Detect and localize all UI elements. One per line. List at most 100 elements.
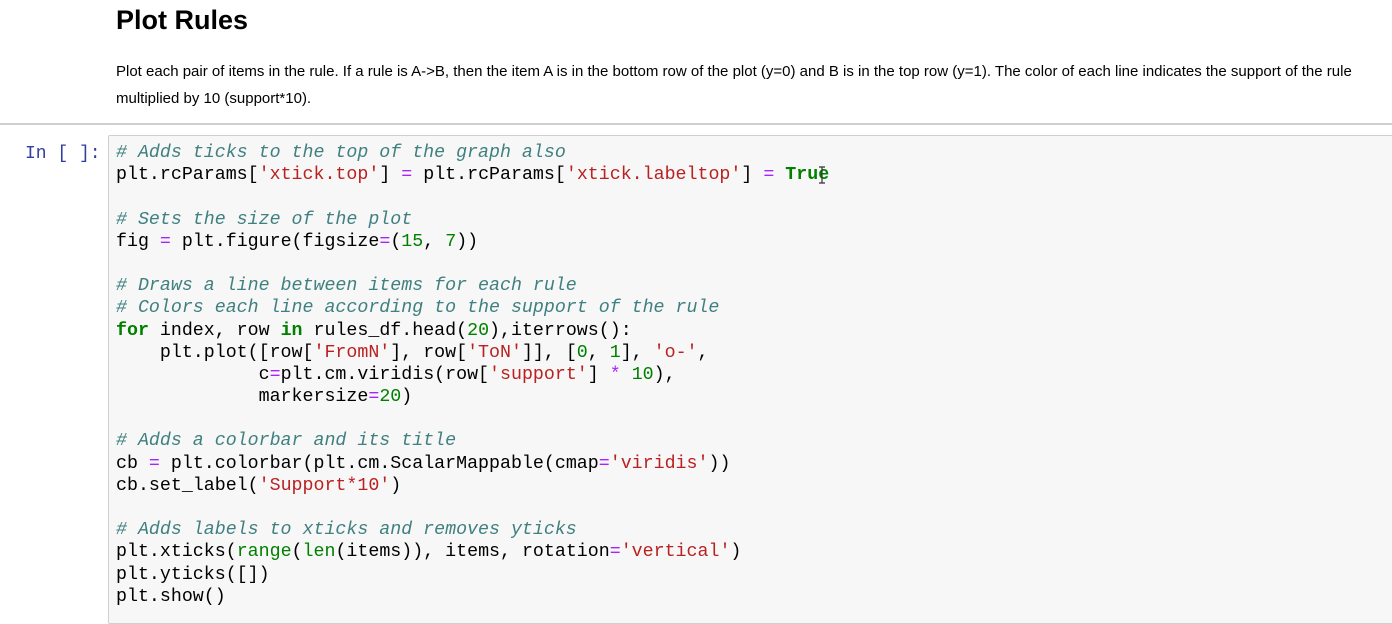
code-token: 7 [445, 231, 457, 252]
code-token: # Adds a colorbar and its title [116, 431, 457, 452]
code-token: 'Support*10' [258, 475, 391, 496]
code-token: c [116, 364, 270, 385]
code-token: = [159, 231, 171, 252]
code-line: cb = plt.colorbar(plt.cm.ScalarMappable(… [116, 453, 829, 475]
code-token: ] [379, 165, 402, 186]
code-token: in [280, 320, 303, 341]
code-token: # Sets the size of the plot [116, 209, 413, 230]
code-token: ] [741, 165, 764, 186]
code-token: 'vertical' [620, 542, 731, 563]
code-token: 'support' [489, 364, 588, 385]
code-token: True [785, 165, 830, 186]
code-token: = [763, 165, 775, 186]
code-line: c=plt.cm.viridis(row['support'] * 10), [116, 364, 829, 386]
code-token: len [302, 542, 336, 563]
code-token: cb.set_label( [116, 475, 259, 496]
code-token: for [116, 320, 149, 341]
code-token: ), [653, 364, 676, 385]
code-token: plt.show() [116, 586, 226, 607]
code-line [116, 408, 829, 430]
code-line: markersize=20) [116, 386, 829, 408]
code-token: # Adds ticks to the top of the graph als… [116, 143, 566, 163]
code-line: plt.plot([row['FromN'], row['ToN']], [0,… [116, 342, 829, 364]
code-token: plt.cm.viridis(row[ [280, 364, 490, 385]
code-token: plt.rcParams[ [116, 165, 259, 186]
code-line: # Colors each line according to the supp… [116, 297, 829, 319]
code-line: # Sets the size of the plot [116, 209, 829, 231]
code-token: cb [116, 453, 149, 474]
code-token: # Draws a line between items for each ru… [116, 276, 577, 297]
code-token: , [587, 342, 610, 363]
code-token: ),iterrows(): [489, 320, 632, 341]
code-token: , [423, 231, 446, 252]
code-token: 20 [467, 320, 490, 341]
code-token: ( [291, 542, 303, 563]
code-token: 'xtick.top' [258, 165, 380, 186]
code-token: 'ToN' [467, 342, 522, 363]
code-line: # Draws a line between items for each ru… [116, 275, 829, 297]
code-token: 0 [576, 342, 588, 363]
text-cursor-icon [819, 166, 825, 184]
code-token: ], row[ [390, 342, 468, 363]
code-token: ) [730, 542, 742, 563]
code-token: 'viridis' [609, 453, 709, 474]
code-token: = [401, 165, 413, 186]
code-token: fig [116, 231, 160, 252]
section-heading: Plot Rules [116, 5, 249, 35]
code-token: plt.rcParams[ [412, 165, 566, 186]
code-token: plt.plot([row[ [116, 342, 314, 363]
code-line: # Adds labels to xticks and removes ytic… [116, 519, 829, 541]
code-line [116, 253, 829, 275]
code-token: range [236, 542, 292, 563]
code-token: index, row [148, 320, 281, 341]
code-line: plt.yticks([]) [116, 564, 829, 586]
code-cell[interactable] [108, 135, 1392, 624]
code-line: cb.set_label('Support*10') [116, 475, 829, 497]
code-token: = [379, 231, 391, 252]
code-token: ) [390, 475, 402, 496]
code-token: 20 [379, 387, 402, 408]
code-token: )) [456, 231, 479, 252]
cell-divider [0, 123, 1392, 125]
code-token: 'o-' [653, 342, 698, 363]
code-token: markersize [116, 387, 369, 408]
code-token: ], [620, 342, 654, 363]
code-line [116, 186, 829, 208]
code-token: = [148, 453, 160, 474]
description-paragraph: Plot each pair of items in the rule. If … [116, 63, 1352, 107]
code-token: 1 [609, 342, 621, 363]
code-line: # Adds ticks to the top of the graph als… [116, 142, 829, 164]
code-token: = [598, 453, 610, 474]
code-token: = [609, 542, 621, 563]
code-token: plt.xticks( [116, 542, 237, 563]
code-token: rules_df.head( [302, 320, 468, 341]
code-token: # Colors each line according to the supp… [116, 298, 720, 319]
code-token: = [368, 387, 380, 408]
code-editor[interactable]: # Adds ticks to the top of the graph als… [116, 142, 829, 608]
code-token: plt.colorbar(plt.cm.ScalarMappable(cmap [159, 453, 599, 474]
code-token: )) [708, 453, 731, 474]
code-token: 15 [401, 231, 424, 252]
code-line: plt.rcParams['xtick.top'] = plt.rcParams… [116, 164, 829, 186]
code-token: ) [401, 387, 413, 408]
code-token: plt.figure(figsize [170, 231, 380, 252]
code-token: (items)), items, rotation [335, 542, 610, 563]
code-line: plt.xticks(range(len(items)), items, rot… [116, 541, 829, 563]
code-token: ] [587, 364, 610, 385]
code-line: fig = plt.figure(figsize=(15, 7)) [116, 231, 829, 253]
code-token [774, 165, 785, 185]
code-token: 'FromN' [313, 342, 391, 363]
code-token [621, 365, 632, 385]
input-prompt: In [ ]: [25, 144, 101, 164]
code-token: ]], [ [521, 342, 577, 363]
code-line [116, 497, 829, 519]
code-token: 10 [631, 364, 654, 385]
code-token: plt.yticks([]) [116, 564, 270, 585]
code-line: plt.show() [116, 586, 829, 608]
code-token: 'xtick.labeltop' [565, 165, 742, 186]
code-line: for index, row in rules_df.head(20),iter… [116, 320, 829, 342]
code-token: = [269, 364, 281, 385]
code-token: ( [390, 231, 402, 252]
code-line: # Adds a colorbar and its title [116, 430, 829, 452]
code-token: # Adds labels to xticks and removes ytic… [116, 520, 577, 541]
